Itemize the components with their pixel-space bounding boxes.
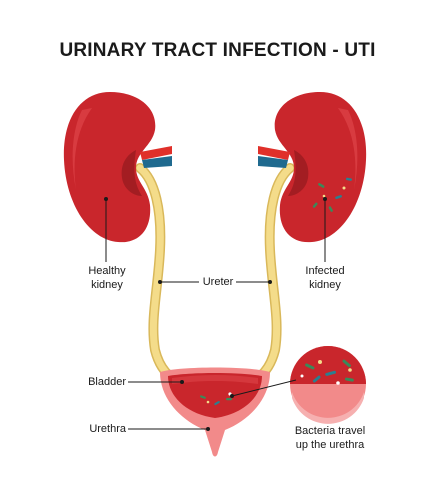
bacteria-label-line1: Bacteria travel [294,425,366,437]
healthy-kidney-label: Healthy kidney [76,264,138,292]
bladder-label: Bladder [88,376,126,388]
infected-kidney-label-line1: Infected [305,265,345,277]
healthy-kidney-label-line2: kidney [91,279,123,291]
bacteria-label: Bacteria travel up the urethra [284,424,376,452]
bacteria-leader [231,379,297,397]
right-ureter-fill [246,164,294,386]
left-ureter-fill [136,164,184,386]
bladder [160,367,270,457]
bacteria-label-line2: up the urethra [295,439,365,451]
infected-kidney [274,92,367,243]
infected-kidney-label: Infected kidney [294,264,356,292]
ureter-label: Ureter [202,276,234,288]
healthy-kidney [63,92,156,243]
left-artery [140,146,172,160]
magnified-bacteria-view [290,346,366,424]
right-artery [258,146,290,160]
right-vein [258,156,288,168]
left-vein [142,156,172,168]
healthy-kidney-label-line1: Healthy [88,265,126,277]
urethra-label: Urethra [89,423,126,435]
diagram-title: URINARY TRACT INFECTION - UTI [59,40,376,61]
infected-kidney-label-line2: kidney [309,279,341,291]
